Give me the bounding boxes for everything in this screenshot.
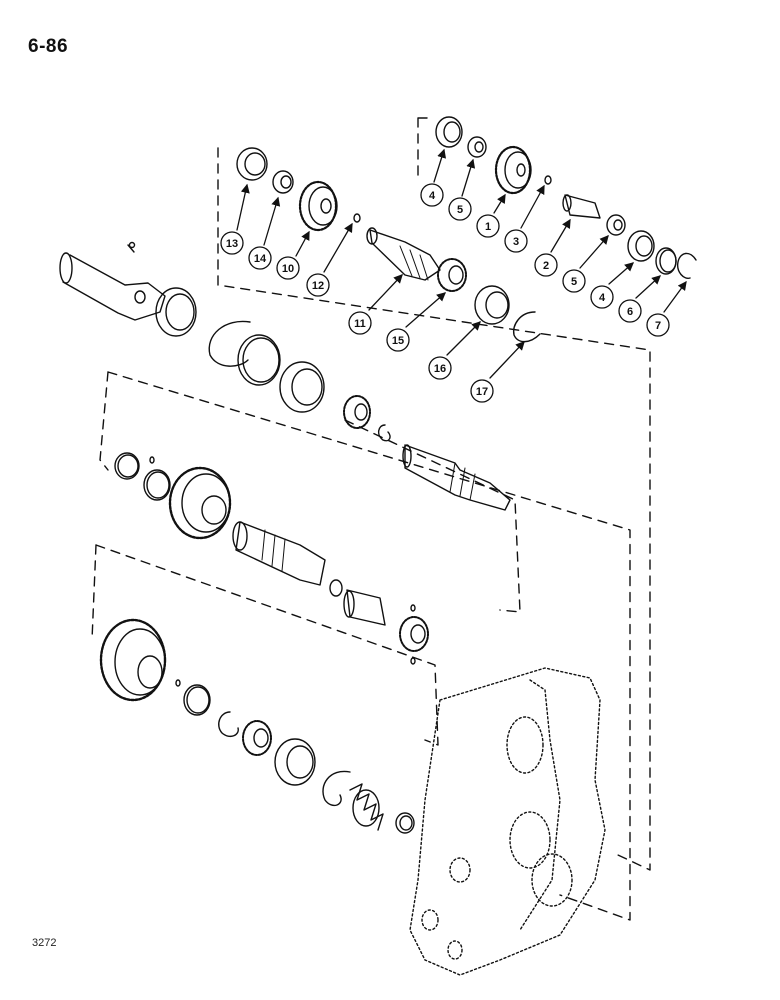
- gear-large-middle: [168, 466, 232, 540]
- callout-label: 13: [226, 238, 238, 250]
- shim-large: [237, 334, 281, 386]
- callout-label: 17: [476, 386, 488, 398]
- callout-17: 17: [470, 341, 525, 403]
- bearing-cup-large: [279, 361, 325, 413]
- cluster-shaft: [232, 521, 326, 586]
- snap-ring-large: [208, 320, 251, 367]
- bearing-cup-16: [474, 285, 510, 325]
- spring: [349, 783, 384, 831]
- bearing-cone-lower: [242, 720, 272, 756]
- bearing-cone-middle: [343, 395, 371, 429]
- callout-label: 16: [434, 363, 446, 375]
- gear-housing: [409, 667, 606, 976]
- ring-small-bottom: [395, 812, 415, 834]
- callout-label: 10: [282, 263, 294, 275]
- page-number: 6-86: [28, 36, 69, 57]
- callout-label: 7: [655, 320, 661, 332]
- callout-label: 5: [457, 204, 463, 216]
- callout-12: 12: [306, 222, 353, 297]
- pin-lower: [175, 679, 181, 687]
- gear-large-lower: [99, 618, 167, 702]
- group-bracket-upper-right: [417, 117, 431, 181]
- gear-1: [494, 145, 532, 195]
- group-bracket-upper-left: [217, 147, 651, 871]
- callout-13: 13: [220, 183, 250, 255]
- callout-2: 2: [534, 218, 571, 277]
- bearing-cone-cluster: [399, 604, 429, 665]
- group-bracket-lower: [91, 544, 439, 746]
- shim-lower: [183, 684, 211, 716]
- callout-5-lower: 5: [562, 235, 609, 293]
- callout-15: 15: [386, 292, 446, 352]
- clip-middle: [378, 424, 391, 442]
- sleeve: [343, 589, 386, 626]
- tube-extension: [59, 241, 166, 321]
- callout-label: 1: [485, 221, 491, 233]
- bearing-cone-5-upper: [467, 136, 487, 158]
- callout-16: 16: [428, 321, 481, 380]
- callout-label: 12: [312, 280, 324, 292]
- snap-ring-bottom: [322, 770, 351, 807]
- splined-shaft: [402, 444, 511, 511]
- callout-6: 6: [618, 275, 661, 323]
- callout-label: 2: [543, 260, 549, 272]
- callout-5-upper: 5: [448, 158, 476, 221]
- callout-label: 14: [254, 253, 267, 265]
- gear-10: [298, 180, 338, 232]
- callout-label: 5: [571, 276, 577, 288]
- bearing-cup-4-upper: [435, 116, 463, 148]
- callout-label: 15: [392, 335, 404, 347]
- callout-label: 11: [354, 318, 366, 330]
- group-bracket-shaft: [344, 419, 521, 613]
- pin-middle: [149, 456, 155, 464]
- bearing-cup-13: [236, 147, 268, 181]
- figure-code: 3272: [32, 937, 57, 949]
- bearing-cone-15: [437, 258, 467, 292]
- callout-3: 3: [504, 184, 545, 253]
- callout-label: 6: [627, 306, 633, 318]
- bearing-cone-5-lower: [606, 214, 626, 236]
- shaft-2: [562, 194, 601, 219]
- shim-small-middle: [143, 469, 171, 501]
- callout-label: 4: [599, 292, 606, 304]
- bearing-cup-lower: [274, 738, 316, 786]
- seal: [155, 287, 197, 337]
- pin-3: [544, 175, 552, 185]
- callout-10: 10: [276, 230, 310, 280]
- shaft-gear-11: [366, 227, 441, 281]
- callout-14: 14: [248, 196, 281, 270]
- callout-label: 4: [429, 190, 436, 202]
- callout-7: 7: [646, 280, 687, 337]
- snap-ring-17: [513, 311, 541, 343]
- callout-4-upper: 4: [420, 148, 447, 207]
- snap-ring-lower: [218, 711, 239, 738]
- group-bracket-middle: [99, 371, 631, 921]
- callout-11: 11: [348, 274, 403, 335]
- callouts: 13 14 10 12 11 15: [220, 148, 687, 403]
- callout-4-lower: 4: [590, 262, 634, 309]
- callout-1: 1: [476, 193, 506, 238]
- snap-ring-small-middle: [114, 452, 140, 480]
- o-ring: [329, 579, 343, 597]
- snap-ring-7: [676, 252, 697, 279]
- pin-12: [353, 213, 361, 223]
- callout-label: 3: [513, 236, 519, 248]
- bearing-cup-4-lower: [627, 230, 655, 262]
- bearing-cone-14: [272, 170, 294, 194]
- shim-6: [655, 247, 677, 275]
